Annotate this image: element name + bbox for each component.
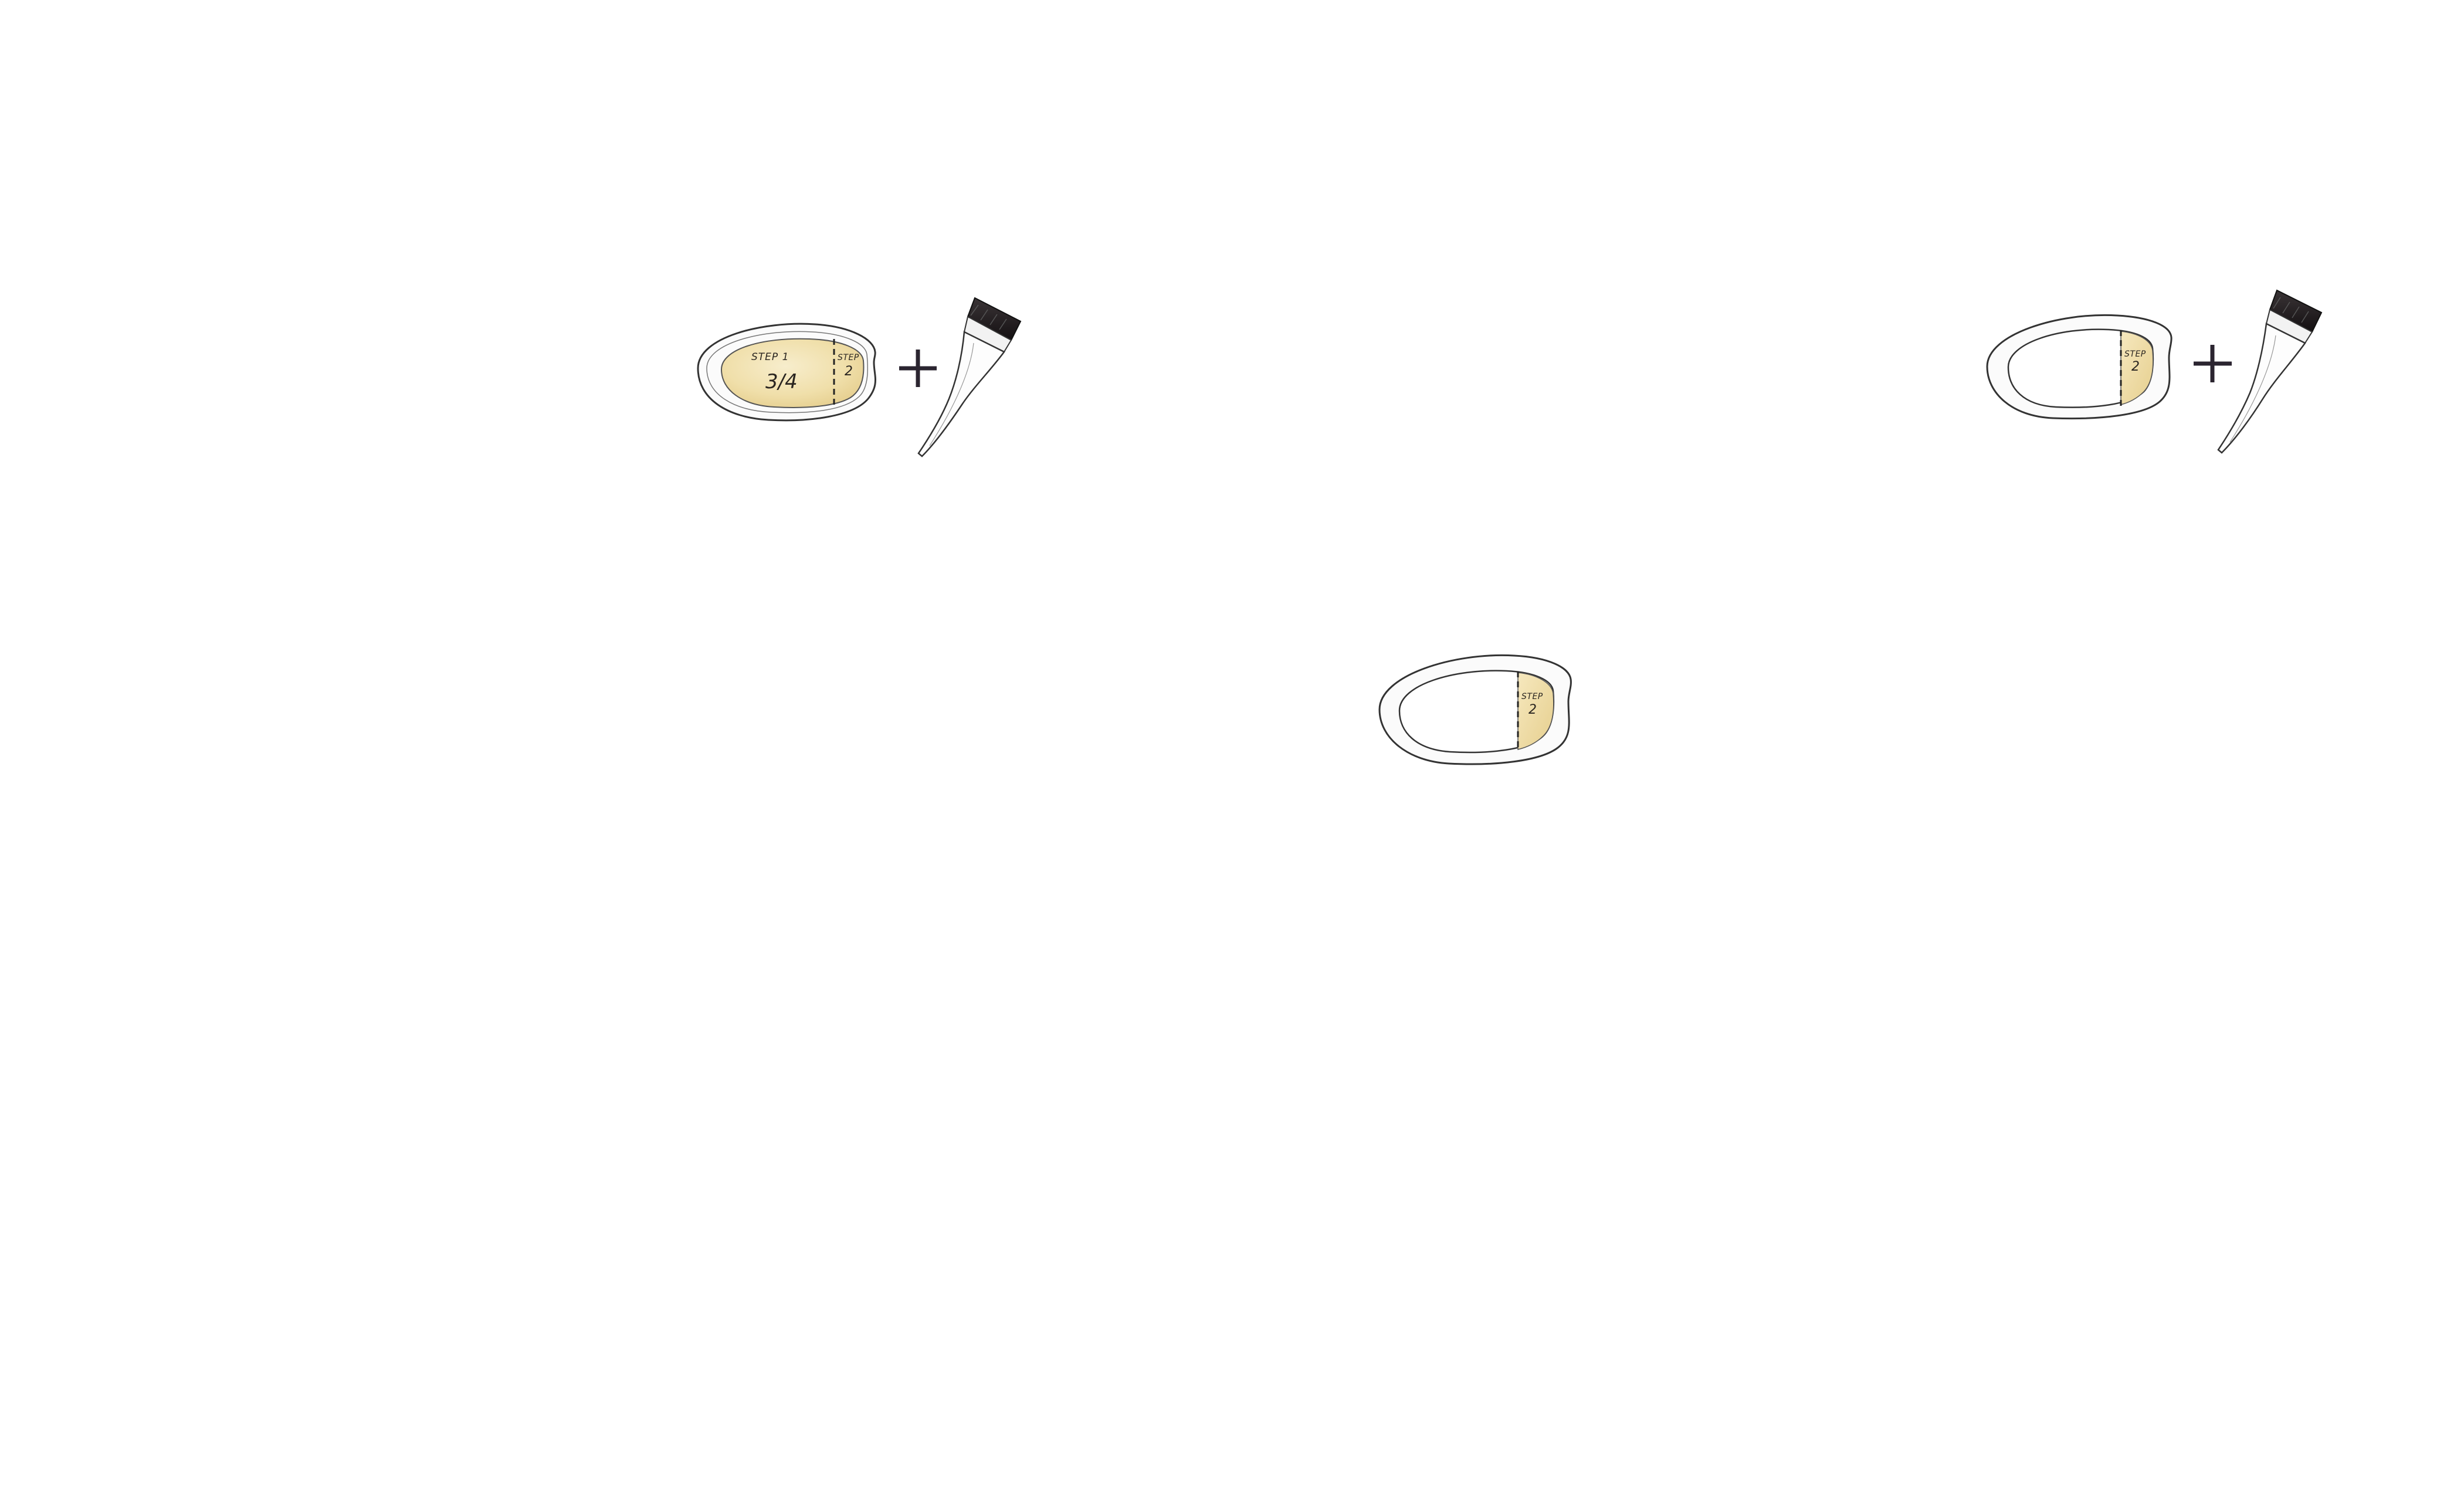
plus-icon xyxy=(2194,345,2232,382)
plus-icon xyxy=(899,350,937,387)
step2-number: 2 xyxy=(845,364,853,379)
mixing-bowl-icon xyxy=(1986,314,2172,420)
step2-number: 2 xyxy=(1528,703,1537,717)
step2-label: STEP xyxy=(1521,692,1543,701)
tint-brush-icon xyxy=(917,297,1022,457)
step1-amount: 3/4 xyxy=(765,370,798,393)
step1-label: STEP 1 xyxy=(751,351,789,363)
mixing-bowl-icon xyxy=(1378,654,1572,765)
step2-label: STEP xyxy=(2124,350,2146,359)
tint-brush-icon xyxy=(2217,289,2323,454)
step2-label: STEP xyxy=(838,353,859,362)
step2-number: 2 xyxy=(2131,359,2140,374)
mixing-bowl-icon xyxy=(697,323,876,422)
